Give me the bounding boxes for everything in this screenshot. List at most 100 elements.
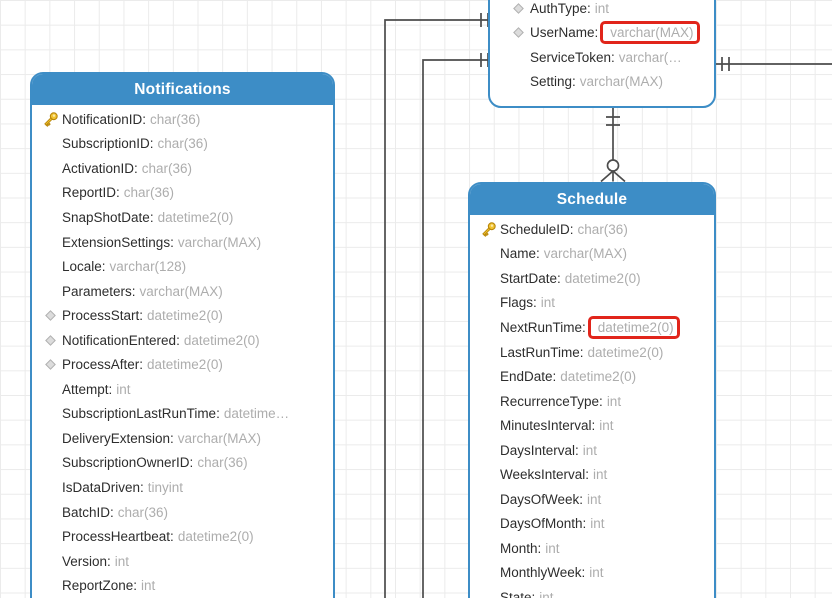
field-type: int xyxy=(587,491,602,507)
field-name: ProcessStart: xyxy=(62,308,144,324)
field-name: StartDate: xyxy=(500,270,561,286)
field-row[interactable]: Month:int xyxy=(470,536,714,561)
nullable-diamond-icon xyxy=(512,2,524,14)
field-name: Attempt: xyxy=(62,381,113,397)
field-type: varchar(MAX) xyxy=(543,246,628,262)
table-header[interactable]: Notifications xyxy=(32,74,333,105)
field-row[interactable]: DaysOfWeek:int xyxy=(470,487,714,512)
crow-foot-many-marker xyxy=(600,170,626,183)
field-row[interactable]: ProcessHeartbeat:datetime2(0) xyxy=(32,524,333,549)
field-type: int xyxy=(590,516,605,532)
field-row[interactable]: LastRunTime:datetime2(0) xyxy=(470,340,714,365)
field-row[interactable]: Attempt:int xyxy=(32,377,333,402)
field-row[interactable]: Name:varchar(MAX) xyxy=(470,242,714,267)
field-row[interactable]: SubscriptionID:char(36) xyxy=(32,132,333,157)
field-row[interactable]: DeliveryExtension:varchar(MAX) xyxy=(32,426,333,451)
field-name: Locale: xyxy=(62,259,106,275)
diamond-icon xyxy=(38,334,62,347)
field-type: varchar(… xyxy=(618,49,682,65)
field-type: int xyxy=(593,467,608,483)
field-list: NotificationID:char(36)SubscriptionID:ch… xyxy=(32,105,333,598)
field-type: varchar(128) xyxy=(109,259,187,275)
field-name: ScheduleID: xyxy=(500,221,574,237)
field-row[interactable]: NotificationEntered:datetime2(0) xyxy=(32,328,333,353)
field-row[interactable]: ReportZone:int xyxy=(32,573,333,598)
field-name: Month: xyxy=(500,540,542,556)
field-type: int xyxy=(606,393,622,409)
field-row[interactable]: Parameters:varchar(MAX) xyxy=(32,279,333,304)
field-row[interactable]: Locale:varchar(128) xyxy=(32,254,333,279)
field-name: AuthType: xyxy=(530,0,591,16)
field-name: ServiceToken: xyxy=(530,49,615,65)
field-name: Parameters: xyxy=(62,283,136,299)
field-type: datetime2(0) xyxy=(564,270,641,286)
field-row[interactable]: DaysOfMonth:int xyxy=(470,512,714,537)
field-row[interactable]: NotificationID:char(36) xyxy=(32,107,333,132)
table-title: Schedule xyxy=(556,190,628,208)
field-type: int xyxy=(116,381,131,397)
field-type: datetime2(0) xyxy=(560,369,637,385)
relationship-line-2[interactable] xyxy=(422,59,490,598)
field-row[interactable]: ExtensionSettings:varchar(MAX) xyxy=(32,230,333,255)
field-row[interactable]: WeeksInterval:int xyxy=(470,462,714,487)
field-row[interactable]: MonthlyWeek:int xyxy=(470,561,714,586)
field-row[interactable]: MinutesInterval:int xyxy=(470,413,714,438)
field-row[interactable]: State:int xyxy=(470,585,714,598)
field-type: datetime2(0) xyxy=(183,332,260,348)
field-name: Name: xyxy=(500,246,540,262)
field-row[interactable]: Flags:int xyxy=(470,291,714,316)
field-type: int xyxy=(599,418,614,434)
field-row[interactable]: ScheduleID:char(36) xyxy=(470,217,714,242)
field-type: int xyxy=(540,295,556,311)
field-row[interactable]: DaysInterval:int xyxy=(470,438,714,463)
field-row[interactable]: ActivationID:char(36) xyxy=(32,156,333,181)
field-name: WeeksInterval: xyxy=(500,467,590,483)
nullable-diamond-icon xyxy=(44,359,56,371)
field-name: ExtensionSettings: xyxy=(62,234,174,250)
field-row[interactable]: SubscriptionLastRunTime:datetime… xyxy=(32,402,333,427)
field-row[interactable]: AuthType:int xyxy=(500,0,714,20)
field-type: int xyxy=(594,0,610,16)
field-row[interactable]: StartDate:datetime2(0) xyxy=(470,266,714,291)
field-row[interactable]: Setting:varchar(MAX) xyxy=(500,69,714,94)
table-notifications[interactable]: Notifications NotificationID:char(36)Sub… xyxy=(30,72,335,598)
field-type: char(36) xyxy=(157,136,208,152)
field-row[interactable]: NextRunTime:datetime2(0) xyxy=(470,315,714,340)
field-type: varchar(MAX) xyxy=(177,234,262,250)
field-row[interactable]: IsDataDriven:tinyint xyxy=(32,475,333,500)
key-icon xyxy=(476,220,500,239)
field-row[interactable]: SnapShotDate:datetime2(0) xyxy=(32,205,333,230)
field-row[interactable]: ServiceToken:varchar(… xyxy=(500,45,714,70)
field-row[interactable]: BatchID:char(36) xyxy=(32,500,333,525)
field-type: char(36) xyxy=(577,221,628,237)
field-name: DaysOfMonth: xyxy=(500,516,587,532)
field-row[interactable]: EndDate:datetime2(0) xyxy=(470,364,714,389)
field-name: MinutesInterval: xyxy=(500,418,596,434)
field-row[interactable]: ProcessStart:datetime2(0) xyxy=(32,303,333,328)
field-row[interactable]: UserName:varchar(MAX) xyxy=(500,20,714,45)
nullable-diamond-icon xyxy=(44,310,56,322)
field-row[interactable]: ProcessAfter:datetime2(0) xyxy=(32,352,333,377)
field-name: NextRunTime: xyxy=(500,319,586,335)
field-name: ProcessHeartbeat: xyxy=(62,529,174,545)
field-row[interactable]: SubscriptionOwnerID:char(36) xyxy=(32,451,333,476)
table-schedule[interactable]: Schedule ScheduleID:char(36)Name:varchar… xyxy=(468,182,716,598)
field-type: tinyint xyxy=(147,479,184,495)
field-row[interactable]: Version:int xyxy=(32,549,333,574)
relationship-line-1[interactable] xyxy=(384,19,490,598)
field-type: datetime2(0) xyxy=(147,357,223,373)
field-name: DaysInterval: xyxy=(500,442,579,458)
table-header[interactable]: Schedule xyxy=(470,184,714,215)
field-name: MonthlyWeek: xyxy=(500,565,586,581)
field-row[interactable]: ReportID:char(36) xyxy=(32,181,333,206)
field-name: ReportZone: xyxy=(62,578,138,594)
diamond-icon xyxy=(38,358,62,371)
field-row[interactable]: RecurrenceType:int xyxy=(470,389,714,414)
field-type: char(36) xyxy=(197,455,248,471)
field-name: SubscriptionLastRunTime: xyxy=(62,406,220,422)
field-name: NotificationID: xyxy=(62,111,147,127)
primary-key-icon xyxy=(43,112,58,127)
field-type: char(36) xyxy=(123,185,175,201)
